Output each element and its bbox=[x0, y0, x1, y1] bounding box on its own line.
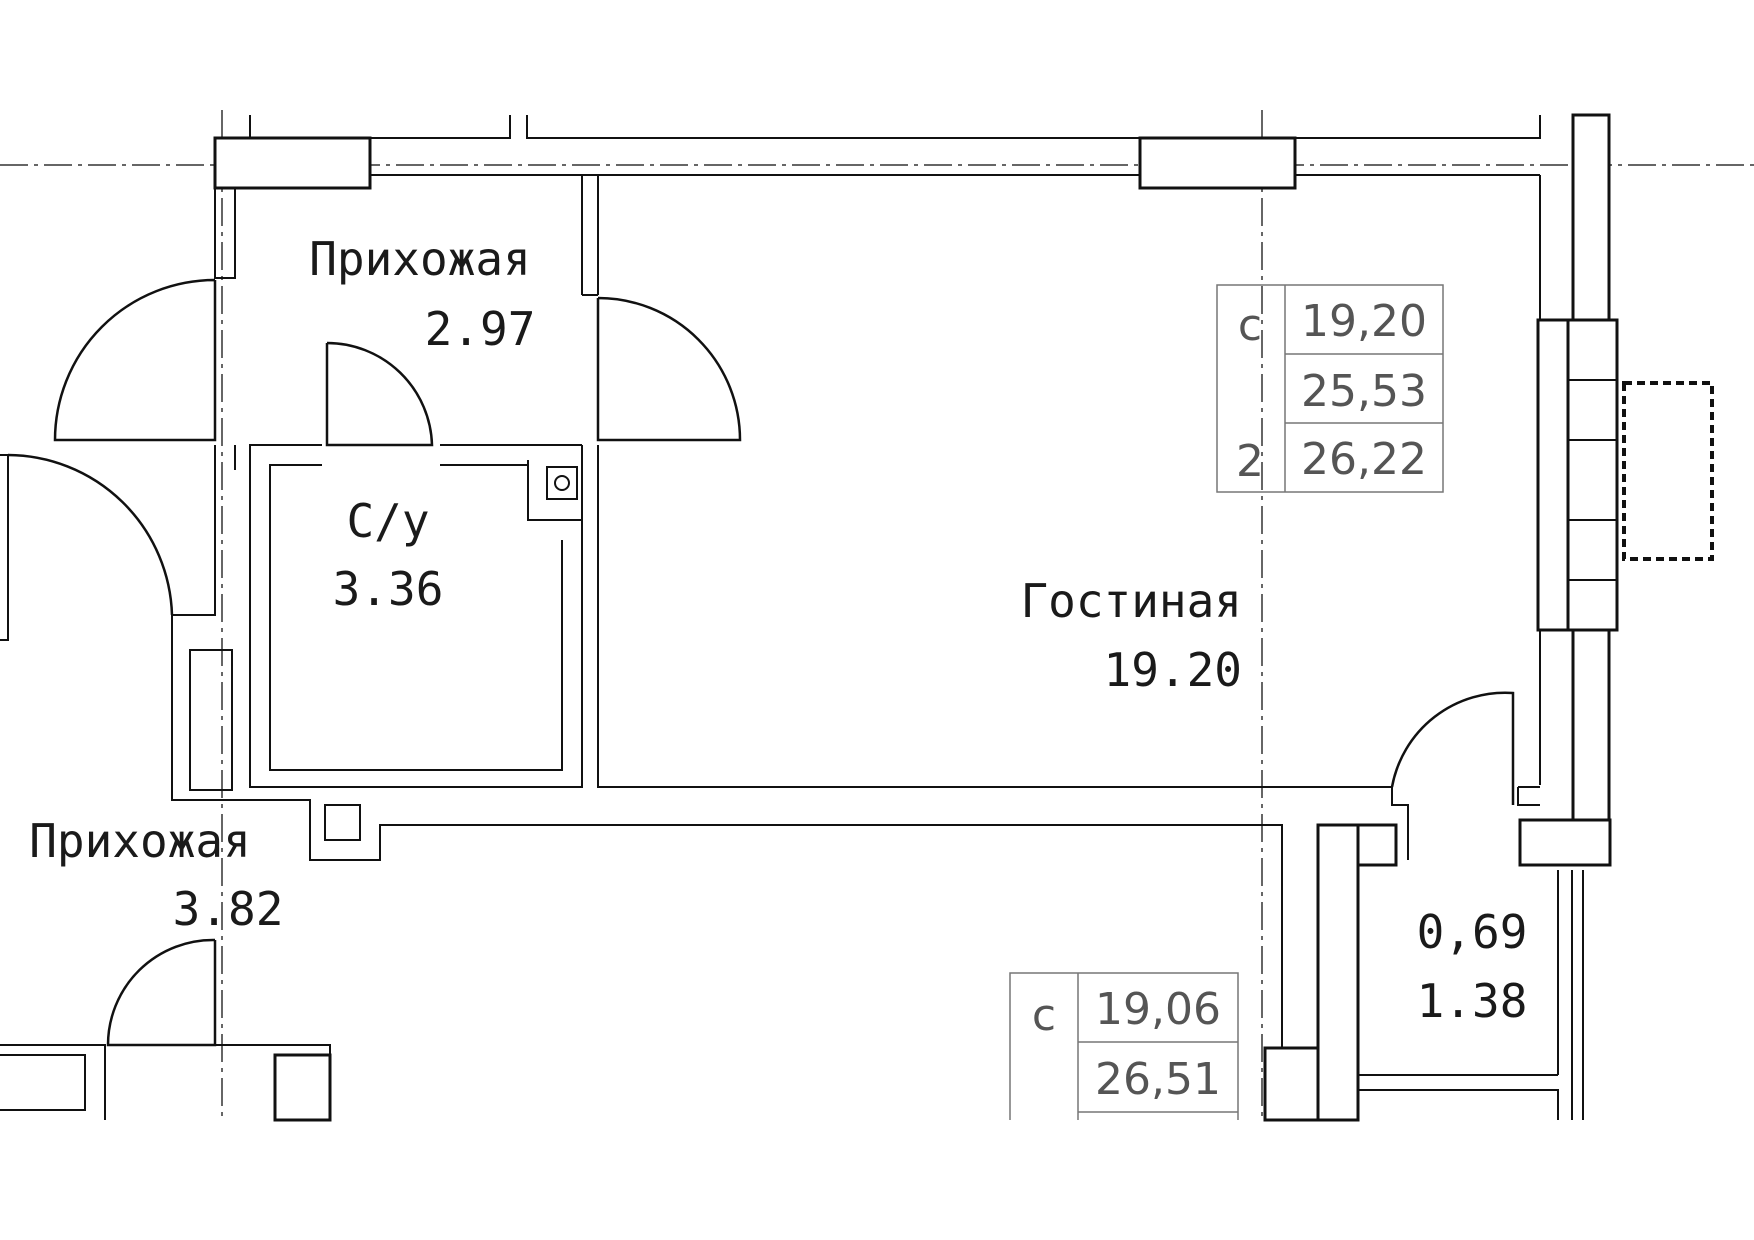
right-wall bbox=[1518, 113, 1714, 1120]
spec-1-total-area: 25,53 bbox=[1301, 366, 1427, 417]
door-swings bbox=[7, 278, 1515, 1047]
spec-table-2: с 19,06 26,51 bbox=[1009, 972, 1239, 1120]
spec-2-type: с bbox=[1032, 990, 1056, 1041]
room-area-living: 19.20 bbox=[1104, 643, 1242, 697]
room-area-bathroom: 3.36 bbox=[333, 562, 444, 616]
room-area-hall-top: 2.97 bbox=[425, 302, 536, 356]
loggia-walls bbox=[1263, 823, 1559, 1122]
left-walls bbox=[0, 454, 332, 1122]
room-name-living: Гостиная bbox=[1020, 574, 1242, 628]
top-wall bbox=[213, 115, 1541, 190]
spec-2-living-area: 19,06 bbox=[1095, 984, 1221, 1035]
room-name-bathroom: С/у bbox=[346, 494, 429, 548]
ac-unit-outline bbox=[1622, 381, 1714, 561]
spec-1-type: с bbox=[1238, 300, 1262, 351]
spec-table-1: с 2 19,20 25,53 26,22 bbox=[1216, 284, 1444, 493]
balcony-coefficient: 0,69 bbox=[1417, 905, 1528, 959]
living-room-walls bbox=[581, 175, 1540, 860]
room-area-hall-left: 3.82 bbox=[173, 882, 284, 936]
bathroom-walls bbox=[249, 444, 583, 788]
spec-1-rooms: 2 bbox=[1236, 436, 1264, 487]
room-name-hall-top: Прихожая bbox=[309, 232, 531, 286]
balcony-area: 1.38 bbox=[1417, 974, 1528, 1028]
hall-top-walls bbox=[171, 188, 1283, 1120]
spec-1-living-area: 19,20 bbox=[1301, 296, 1427, 347]
spec-2-total-area: 26,51 bbox=[1095, 1054, 1221, 1105]
spec-1-total-with-balcony: 26,22 bbox=[1301, 434, 1427, 485]
room-name-hall-left: Прихожая bbox=[29, 814, 251, 868]
